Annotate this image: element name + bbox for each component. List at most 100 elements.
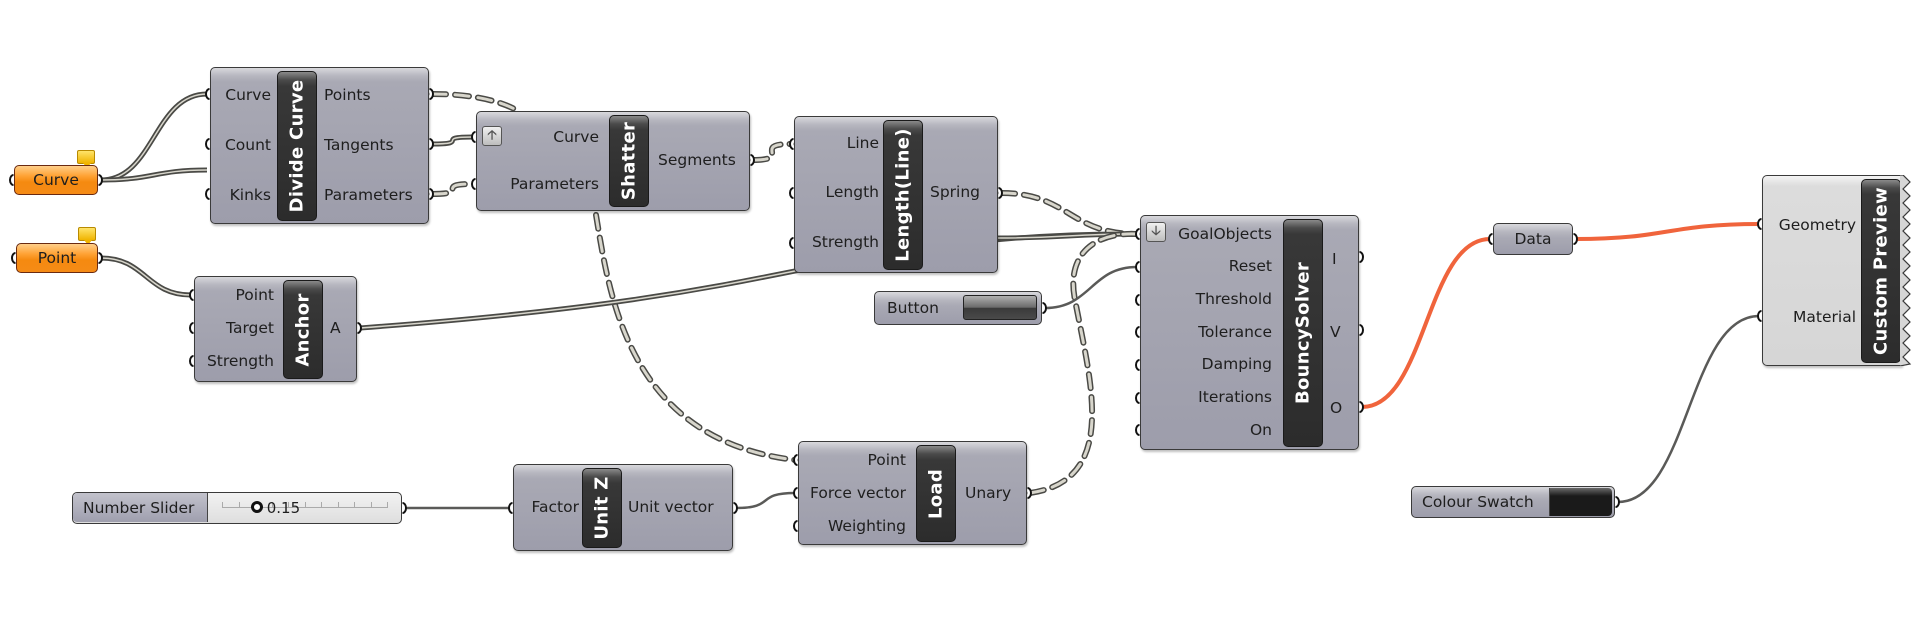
divide-curve-component[interactable]: Curve Count Kinks Divide Curve Points Ta… xyxy=(210,67,429,224)
bouncy-solver-component[interactable]: 🡣 GoalObjects Reset Threshold Tolerance … xyxy=(1140,215,1359,450)
wire-shatter-to-length[interactable] xyxy=(750,141,794,163)
input-point-label: Point xyxy=(235,286,275,304)
data-param-label: Data xyxy=(1514,230,1552,248)
input-curve-label: Curve xyxy=(553,128,599,146)
anchor-input-grip[interactable] xyxy=(189,322,194,334)
length-line-output-grip[interactable] xyxy=(998,187,1003,199)
wire-divide-points-to-load[interactable] xyxy=(593,212,798,463)
anchor-input-grip[interactable] xyxy=(189,289,194,301)
bouncy-solver-output-grip[interactable] xyxy=(1359,324,1364,336)
wire-button-to-reset[interactable] xyxy=(1044,265,1138,310)
point-param[interactable]: Point xyxy=(16,243,98,273)
input-force-vector-label: Force vector xyxy=(809,484,906,502)
unit-z-component[interactable]: Factor Unit Z Unit vector xyxy=(513,464,733,551)
curve-param-label: Curve xyxy=(33,171,79,189)
button-toggle[interactable] xyxy=(963,295,1037,320)
custom-preview-input-grip[interactable] xyxy=(1757,218,1762,230)
divide-curve-output-grip[interactable] xyxy=(429,138,434,150)
bouncy-solver-input-grip[interactable] xyxy=(1135,294,1140,306)
wire-data-to-geometry[interactable] xyxy=(1575,222,1760,241)
point-param-input-grip[interactable] xyxy=(11,252,16,264)
bouncy-solver-output-grip[interactable] xyxy=(1359,251,1364,263)
shatter-input-grip[interactable] xyxy=(471,131,476,143)
colour-swatch-output-grip[interactable] xyxy=(1615,496,1620,508)
input-geometry-label: Geometry xyxy=(1778,216,1856,234)
divide-curve-output-grip[interactable] xyxy=(429,88,434,100)
curve-param-output-grip[interactable] xyxy=(98,174,103,186)
colour-swatch-param[interactable]: Colour Swatch xyxy=(1411,486,1615,518)
colour-swatch-label: Colour Swatch xyxy=(1422,493,1534,511)
input-reset-label: Reset xyxy=(1228,257,1272,275)
wire-load-to-solver[interactable] xyxy=(1027,230,1140,496)
bouncy-solver-input-grip[interactable] xyxy=(1135,424,1140,436)
custom-preview-input-grip[interactable] xyxy=(1757,310,1762,322)
unit-z-output-grip[interactable] xyxy=(733,502,738,514)
slider-knob[interactable] xyxy=(250,501,263,513)
data-param-input-grip[interactable] xyxy=(1488,233,1493,245)
wire-divide-points[interactable] xyxy=(429,91,523,115)
slider-tick xyxy=(387,502,388,508)
arrow-down-icon[interactable]: 🡣 xyxy=(1146,222,1166,242)
length-line-input-grip[interactable] xyxy=(789,237,794,249)
wire-solver-to-data[interactable] xyxy=(1361,237,1491,409)
number-slider[interactable]: Number Slider 0.15 xyxy=(72,492,402,524)
wire-curve-to-divide-kinks[interactable] xyxy=(100,167,208,183)
load-component[interactable]: Point Force vector Weighting Load Unary xyxy=(798,441,1027,545)
bouncy-solver-input-grip[interactable] xyxy=(1135,392,1140,404)
shatter-input-grip[interactable] xyxy=(471,178,476,190)
wire-divide-parameters-to-shatter[interactable] xyxy=(429,181,476,197)
custom-preview-component[interactable]: Geometry Material Custom Preview xyxy=(1762,175,1902,366)
curve-param[interactable]: Curve xyxy=(14,165,98,195)
arrow-up-icon[interactable]: 🡡 xyxy=(482,126,502,146)
input-target-label: Target xyxy=(226,319,274,337)
anchor-output-grip[interactable] xyxy=(357,322,362,334)
zigzag-edge xyxy=(1900,175,1912,366)
shatter-component[interactable]: 🡡 Curve Parameters Shatter Segments xyxy=(476,111,750,211)
anchor-input-grip[interactable] xyxy=(189,355,194,367)
number-slider-label-box: Number Slider xyxy=(73,493,208,522)
slider-value: 0.15 xyxy=(266,499,301,517)
shatter-output-grip[interactable] xyxy=(750,154,755,166)
wire-curve-to-divide-curve[interactable] xyxy=(100,91,208,183)
unit-z-input-grip[interactable] xyxy=(508,502,513,514)
wire-unitz-to-load[interactable] xyxy=(735,491,796,510)
input-on-label: On xyxy=(1249,421,1272,439)
bouncy-solver-input-grip[interactable] xyxy=(1135,228,1140,240)
load-input-grip[interactable] xyxy=(793,520,798,532)
unit-z-nickname: Unit Z xyxy=(582,468,622,548)
bouncy-solver-input-grip[interactable] xyxy=(1135,326,1140,338)
button-param[interactable]: Button xyxy=(874,291,1042,325)
curve-param-input-grip[interactable] xyxy=(9,174,14,186)
number-slider-output-grip[interactable] xyxy=(402,502,407,514)
button-output-grip[interactable] xyxy=(1042,302,1047,314)
colour-swatch-color[interactable] xyxy=(1549,488,1612,516)
slider-track[interactable] xyxy=(222,502,388,508)
wire-divide-tangents-to-shatter[interactable] xyxy=(431,134,474,147)
length-line-input-grip[interactable] xyxy=(789,187,794,199)
bouncy-solver-input-grip[interactable] xyxy=(1135,261,1140,273)
bouncy-solver-output-grip[interactable] xyxy=(1359,401,1364,413)
load-output-grip[interactable] xyxy=(1027,487,1032,499)
output-i-label: I xyxy=(1332,250,1337,268)
output-unary-label: Unary xyxy=(965,484,1012,502)
slider-tick xyxy=(288,502,289,508)
input-line-label: Line xyxy=(846,134,879,152)
divide-curve-output-grip[interactable] xyxy=(429,188,434,200)
wire-length-to-solver[interactable] xyxy=(997,231,1138,241)
data-param[interactable]: Data xyxy=(1493,223,1573,255)
divide-curve-input-grip[interactable] xyxy=(205,188,210,200)
divide-curve-input-grip[interactable] xyxy=(205,88,210,100)
divide-curve-input-grip[interactable] xyxy=(205,138,210,150)
length-line-component[interactable]: Line Length Strength Length(Line) Spring xyxy=(794,116,998,273)
point-param-output-grip[interactable] xyxy=(98,252,103,264)
anchor-component[interactable]: Point Target Strength Anchor A xyxy=(194,276,357,382)
load-input-grip[interactable] xyxy=(793,454,798,466)
message-balloon-icon xyxy=(77,150,95,168)
data-param-output-grip[interactable] xyxy=(1573,233,1578,245)
wire-swatch-to-material[interactable] xyxy=(1617,314,1760,504)
wire-spring-to-solver[interactable] xyxy=(998,190,1140,237)
wire-point-to-anchor[interactable] xyxy=(100,255,192,298)
length-line-input-grip[interactable] xyxy=(789,138,794,150)
load-input-grip[interactable] xyxy=(793,487,798,499)
bouncy-solver-input-grip[interactable] xyxy=(1135,359,1140,371)
